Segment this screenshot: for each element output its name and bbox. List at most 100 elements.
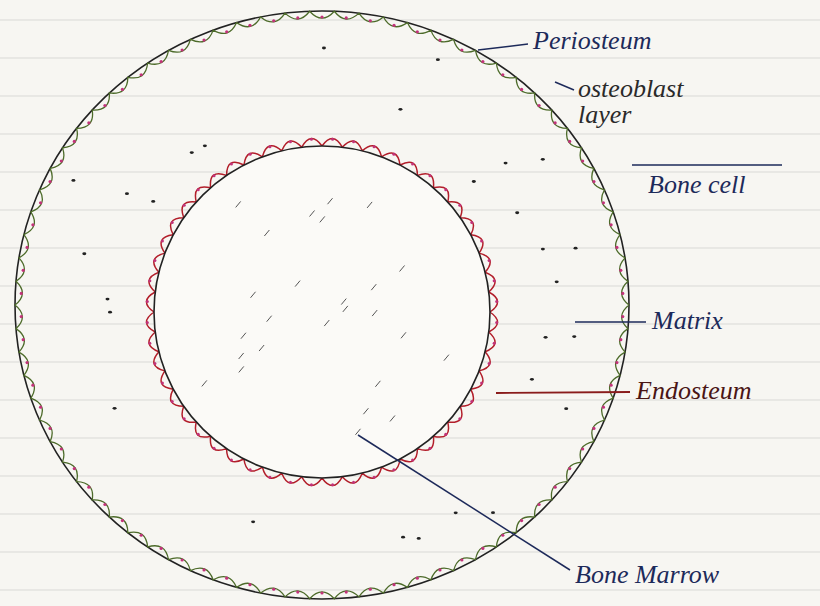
- marrow-mark: [367, 202, 372, 208]
- endosteum-dot: [230, 162, 233, 165]
- endosteum-dot: [249, 153, 252, 156]
- bone-cell: [398, 108, 402, 111]
- endosteum-dot: [493, 342, 496, 345]
- osteoblast-dot: [31, 384, 34, 387]
- leader-lines: [358, 44, 782, 570]
- osteoblast-dot: [160, 547, 163, 550]
- osteoblast-dot: [554, 486, 557, 489]
- endosteum-dot: [289, 140, 292, 143]
- endosteum-dot: [268, 476, 271, 479]
- osteoblast-dot: [592, 180, 595, 183]
- osteoblast-dot: [87, 121, 90, 124]
- endosteum-dot: [495, 300, 498, 303]
- marrow-mark: [375, 381, 380, 387]
- ruled-line: [0, 58, 820, 59]
- marrow-mark: [239, 353, 244, 359]
- osteoblast-dot: [602, 201, 605, 204]
- osteoblast-dot: [610, 384, 613, 387]
- osteoblast-dot: [202, 568, 205, 571]
- endosteum-dot: [470, 400, 473, 403]
- osteoblast-dot: [103, 503, 106, 506]
- endosteum-dot: [310, 483, 313, 486]
- osteoblast-dot: [568, 467, 571, 470]
- osteoblast-dot: [416, 30, 419, 33]
- marrow-mark: [295, 281, 300, 287]
- endosteum-dot: [171, 400, 174, 403]
- endosteum-dot: [480, 239, 483, 242]
- marrow-mark: [202, 380, 207, 386]
- endosteum-dot: [161, 239, 164, 242]
- osteoblast-dot: [581, 447, 584, 450]
- endosteum-dot: [495, 321, 498, 324]
- osteoblast-dot: [345, 16, 348, 19]
- marrow-mark: [310, 211, 315, 217]
- bone-cell: [125, 192, 129, 195]
- osteoblast-dot: [103, 104, 106, 107]
- endosteum-dot: [289, 481, 292, 484]
- osteoblast-dot: [202, 38, 205, 41]
- endosteum-dot: [213, 447, 216, 450]
- bone-cell: [71, 179, 75, 182]
- endosteum-dot: [458, 417, 461, 420]
- osteoblast-dot: [460, 48, 463, 51]
- bone-cell: [491, 511, 495, 514]
- bone-drawing: [15, 11, 629, 599]
- marrow-mark: [343, 306, 348, 312]
- bone-cell: [436, 58, 440, 61]
- ruled-line: [0, 476, 820, 477]
- part-label: Bone Marrow: [575, 562, 810, 588]
- endosteum-dot: [428, 174, 431, 177]
- marrow-mark: [401, 332, 406, 338]
- osteoblast-dot: [121, 88, 124, 91]
- osteoblast-dot: [501, 534, 504, 537]
- ruled-line: [0, 134, 820, 135]
- leader-line: [478, 44, 528, 50]
- marrow-mark: [241, 333, 246, 339]
- osteoblast-dot: [140, 73, 143, 76]
- bone-cell: [82, 252, 86, 255]
- marrow-mark: [264, 230, 269, 236]
- endosteum-dot: [161, 382, 164, 385]
- osteoblast-dot: [87, 486, 90, 489]
- osteoblast-dot: [610, 223, 613, 226]
- marrow-mark: [355, 429, 360, 435]
- endosteum-dot: [331, 483, 334, 486]
- marrow-mark: [267, 316, 272, 322]
- endosteum-dot: [331, 138, 334, 141]
- leader-line: [496, 392, 630, 393]
- endosteum-dot: [148, 279, 151, 282]
- osteoblast-dot: [140, 534, 143, 537]
- osteoblast-dot: [60, 159, 63, 162]
- bone-cell: [108, 311, 112, 314]
- endosteum-dot: [352, 481, 355, 484]
- endosteum-dot: [392, 468, 395, 471]
- bone-cell: [190, 151, 194, 154]
- osteoblast-dot: [73, 140, 76, 143]
- bone-cell: [574, 247, 578, 250]
- endosteum-dot: [444, 188, 447, 191]
- endosteum-dot: [146, 321, 149, 324]
- osteoblast-dot: [60, 447, 63, 450]
- bone-cell: [504, 162, 508, 165]
- leader-line: [555, 82, 574, 90]
- osteoblast-dot: [581, 159, 584, 162]
- osteoblast-dot: [296, 590, 299, 593]
- bone-cell: [417, 537, 421, 540]
- osteoblast-dot: [160, 60, 163, 63]
- bone-cell: [515, 211, 519, 214]
- osteoblast-dot: [272, 588, 275, 591]
- part-label: Bone cell: [648, 172, 813, 198]
- part-label: osteoblast layer: [578, 76, 708, 128]
- osteoblast-dot: [501, 73, 504, 76]
- endosteum-dot: [373, 145, 376, 148]
- osteoblast-dot: [39, 406, 42, 409]
- osteoblast-dot: [25, 361, 28, 364]
- osteoblast-dot: [369, 588, 372, 591]
- periosteum-outline: [15, 11, 629, 599]
- endosteum-dot: [213, 174, 216, 177]
- bone-cell: [544, 336, 548, 339]
- marrow-mark: [363, 408, 368, 414]
- divider-line: [632, 164, 782, 166]
- osteoblast-dot: [248, 583, 251, 586]
